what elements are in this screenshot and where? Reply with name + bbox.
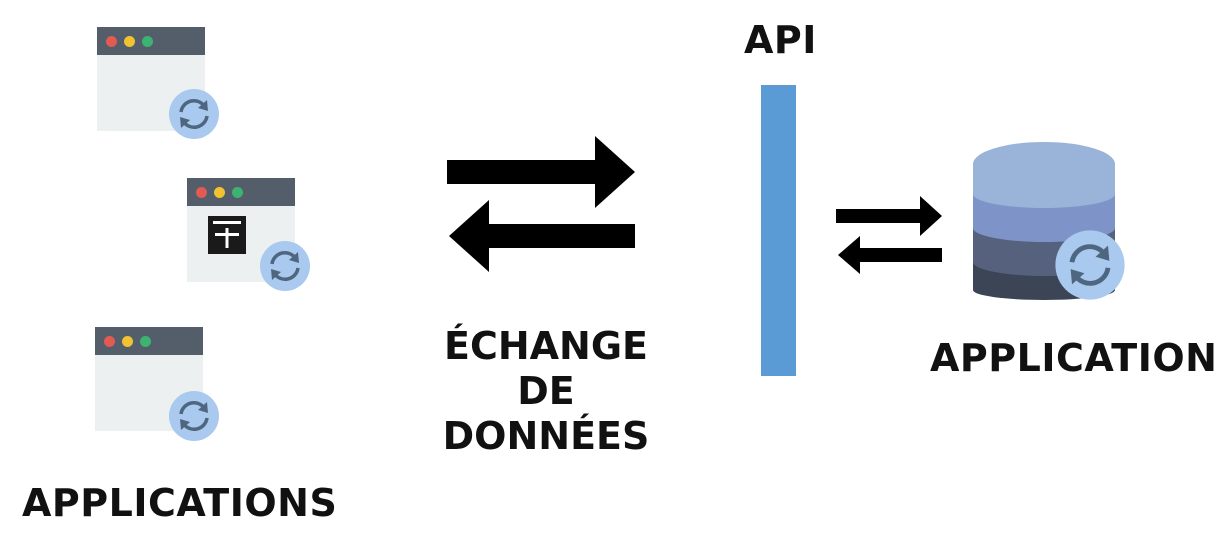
bidirectional-arrows-icon — [447, 136, 635, 272]
app-window-3 — [95, 327, 203, 431]
minimize-dot-icon — [124, 36, 135, 47]
maximize-dot-icon — [232, 187, 243, 198]
minimize-dot-icon — [214, 187, 225, 198]
maximize-dot-icon — [140, 336, 151, 347]
bidirectional-arrows-icon — [836, 196, 942, 274]
close-dot-icon — [196, 187, 207, 198]
data-exchange-line-3: DONNÉES — [442, 414, 650, 458]
sync-icon — [169, 89, 219, 139]
sync-icon — [1055, 230, 1125, 300]
window-titlebar — [187, 178, 295, 206]
api-label: API — [744, 18, 817, 62]
data-exchange-line-2: DE — [517, 369, 575, 413]
close-dot-icon — [104, 336, 115, 347]
data-exchange-line-1: ÉCHANGE — [443, 324, 648, 368]
minimize-dot-icon — [122, 336, 133, 347]
application-label: APPLICATION — [930, 336, 1218, 380]
sync-icon — [169, 391, 219, 441]
app-window-1 — [97, 27, 205, 131]
maximize-dot-icon — [142, 36, 153, 47]
plus-box-icon — [208, 216, 246, 254]
window-titlebar — [97, 27, 205, 55]
sync-icon — [260, 241, 310, 291]
window-titlebar — [95, 327, 203, 355]
applications-label: APPLICATIONS — [22, 481, 338, 525]
close-dot-icon — [106, 36, 117, 47]
data-exchange-label: ÉCHANGE DE DONNÉES — [430, 324, 662, 459]
api-bar — [761, 85, 796, 376]
